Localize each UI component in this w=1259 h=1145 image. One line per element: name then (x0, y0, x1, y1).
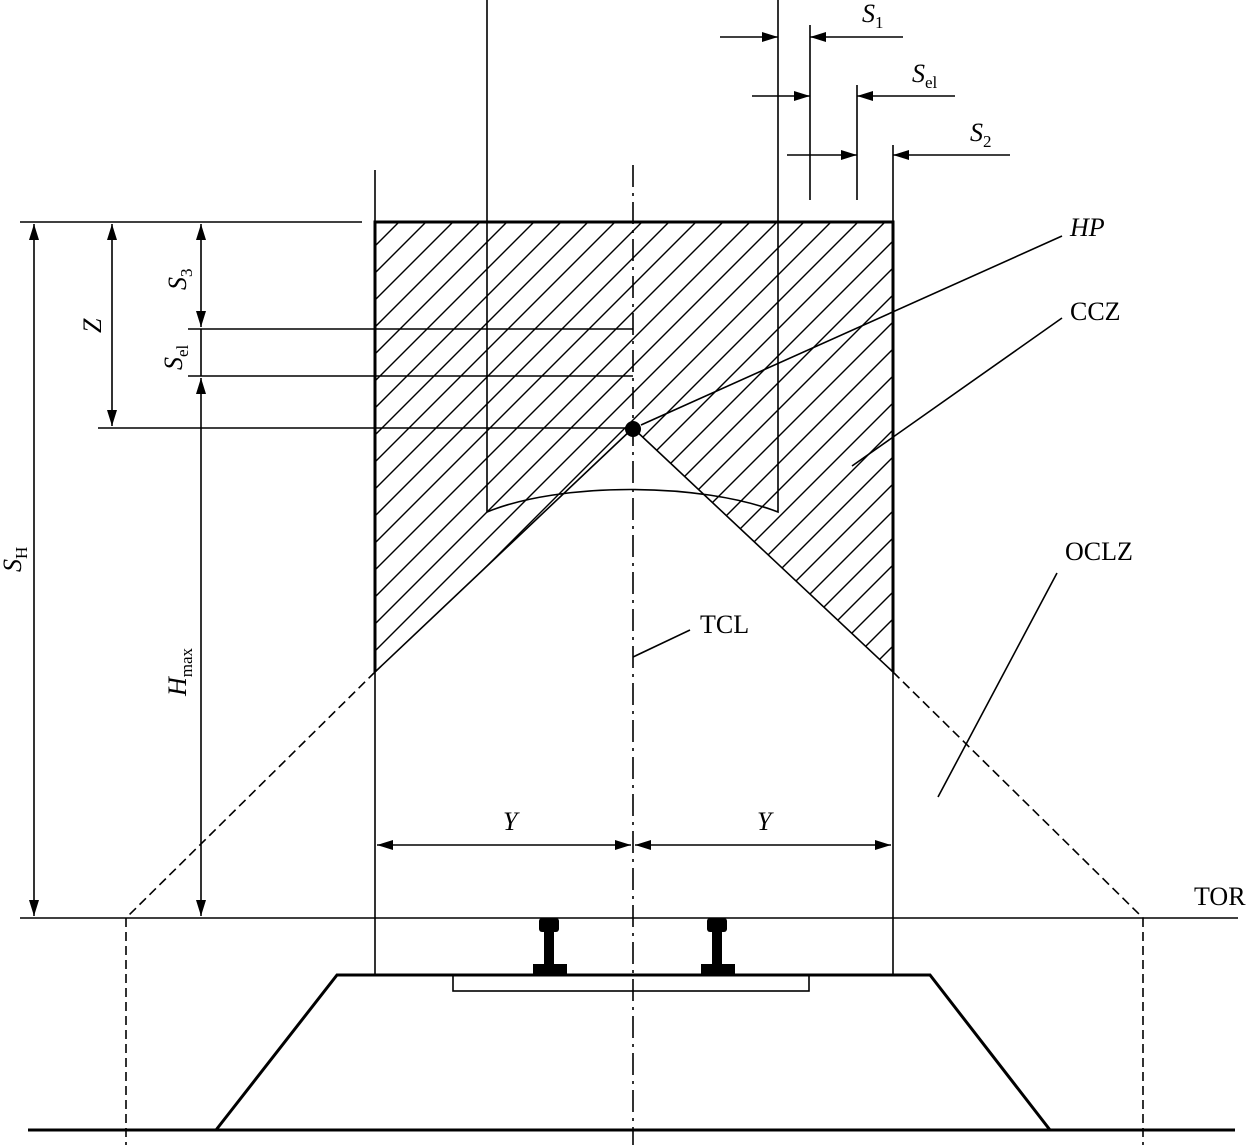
tcl-label: TCL (700, 610, 749, 639)
hatch-line (375, 222, 530, 672)
hatch-line (595, 222, 893, 672)
oclz-left-slope (125, 671, 376, 919)
hatch-line (375, 222, 476, 672)
ccz-label: CCZ (1070, 297, 1121, 326)
hatch-line (0, 200, 97, 700)
hatch-line (375, 222, 584, 672)
s3-label: S3 (163, 269, 196, 291)
hatch-line (1082, 200, 1259, 700)
oclz-right-slope (892, 671, 1144, 919)
hatch-line (1190, 200, 1259, 700)
hatch-line (375, 222, 827, 672)
hatch-line (730, 222, 893, 672)
hp-leader (640, 235, 1063, 426)
hatch-line (375, 222, 557, 672)
hatch-line (1055, 200, 1259, 700)
hatch-line (1136, 200, 1259, 700)
hatch-line (1163, 200, 1259, 700)
hatch-line (703, 222, 893, 672)
hatch-line (1001, 200, 1259, 700)
sleeper (452, 974, 810, 992)
oclz-label: OCLZ (1065, 537, 1133, 566)
hatch-line (0, 200, 124, 700)
hatch-line (514, 222, 893, 672)
hatch-line (0, 200, 178, 700)
y-left-label: Y (503, 807, 520, 836)
hard-point-marker (625, 421, 641, 437)
hatch-line (375, 222, 800, 672)
tcl-leader (632, 629, 691, 658)
hatch-line (379, 222, 881, 672)
ccz-right-diagonal (632, 427, 894, 673)
hatch-line (375, 222, 395, 672)
hatch-line (0, 200, 259, 700)
hatch-line (568, 222, 893, 672)
hatch-line (433, 222, 893, 672)
hatch-line (375, 222, 503, 672)
hmax-label: Hmax (163, 647, 196, 697)
hatch-line (811, 222, 893, 672)
hatch-line (0, 200, 340, 700)
hatch-line (375, 222, 422, 672)
hatch-line (375, 222, 611, 672)
hatch-line (541, 222, 893, 672)
hatch-line (1028, 200, 1259, 700)
z-label: Z (78, 318, 107, 333)
hatch-line (757, 222, 893, 672)
s1-label: S1 (862, 0, 884, 32)
hatch-line (920, 200, 1259, 700)
ccz-left-diagonal (374, 427, 634, 673)
tor-label: TOR (1194, 882, 1246, 911)
sel-top-label: Sel (912, 59, 938, 92)
hatch-line (0, 200, 205, 700)
hatch-line (0, 200, 313, 700)
right-rail (701, 918, 735, 975)
hatch-line (784, 222, 893, 672)
hatch-line (375, 222, 449, 672)
hatch-line (0, 200, 70, 700)
hatch-line (1109, 200, 1259, 700)
oclz-leader (937, 572, 1058, 798)
hatch-line (375, 222, 692, 672)
hatch-line (375, 222, 746, 672)
pantograph-outline (486, 0, 779, 514)
hatch-line (1244, 200, 1259, 700)
hatch-line (947, 200, 1259, 700)
y-right-label: Y (757, 807, 774, 836)
s2-label: S2 (970, 118, 992, 151)
hatch-line (375, 222, 719, 672)
ccz-leader (851, 317, 1063, 467)
sel-left-label: Sel (159, 344, 192, 370)
hatch-line (0, 200, 16, 700)
hatch-line (838, 222, 893, 672)
sh-label: SH (0, 547, 31, 572)
hatch-line (676, 222, 893, 672)
hatch-line (0, 200, 43, 700)
hatch-line (974, 200, 1259, 700)
hatch-line (865, 222, 893, 672)
hatch-line (0, 200, 286, 700)
hatch-line (0, 200, 151, 700)
hatch-line (375, 222, 638, 672)
track-bed (212, 973, 1054, 1132)
hatch-line (1217, 200, 1259, 700)
ccz-outline (373, 220, 895, 672)
hatch-line (375, 222, 773, 672)
hatch-line (622, 222, 893, 672)
hp-label: HP (1069, 213, 1105, 242)
hatch-line (375, 222, 665, 672)
left-rail (533, 918, 567, 975)
hatch-line (892, 222, 893, 672)
